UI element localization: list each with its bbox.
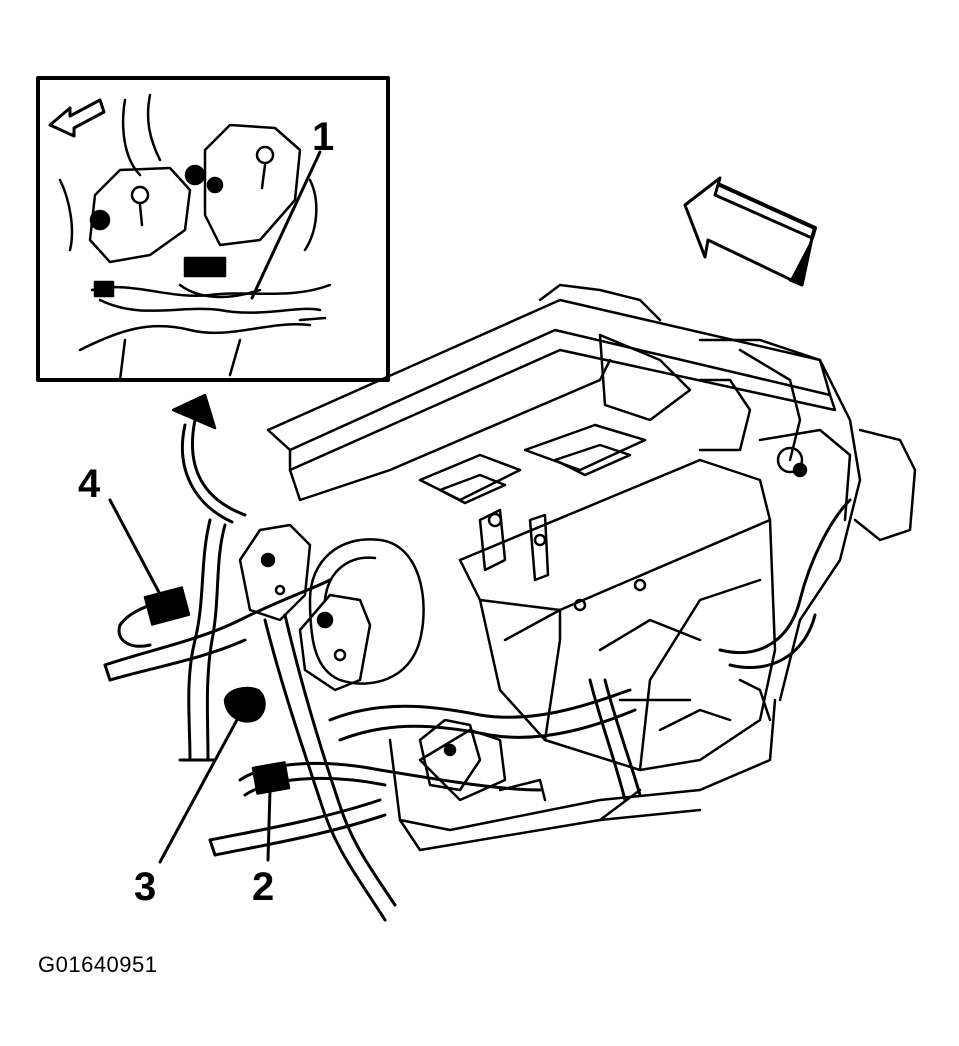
detail-inset bbox=[36, 76, 390, 382]
component-2-connector bbox=[251, 761, 291, 862]
detail-view-arrow-icon bbox=[171, 393, 247, 524]
callout-2-leader bbox=[266, 788, 272, 862]
wiring-harness bbox=[103, 498, 852, 922]
callout-1-label: 1 bbox=[312, 115, 334, 159]
callout-3-leader bbox=[158, 716, 240, 864]
callout-2-label: 2 bbox=[252, 865, 274, 909]
callout-4-label: 4 bbox=[78, 462, 101, 506]
component-4-connector bbox=[108, 498, 191, 626]
recirc-actuator bbox=[298, 593, 372, 692]
callout-4-leader bbox=[108, 498, 164, 600]
callout-1-leader bbox=[250, 150, 322, 300]
callout-3-label: 3 bbox=[134, 865, 156, 909]
hvac-housing bbox=[266, 283, 917, 852]
inset-actuator-right bbox=[203, 123, 302, 247]
temperature-actuator bbox=[418, 718, 482, 792]
mode-actuator bbox=[238, 523, 312, 622]
component-3-connector bbox=[158, 686, 266, 864]
inset-forward-arrow-icon bbox=[48, 98, 106, 138]
blower-motor bbox=[308, 538, 425, 685]
forward-direction-arrow-icon bbox=[683, 176, 817, 287]
figure-code: G01640951 bbox=[38, 952, 158, 977]
